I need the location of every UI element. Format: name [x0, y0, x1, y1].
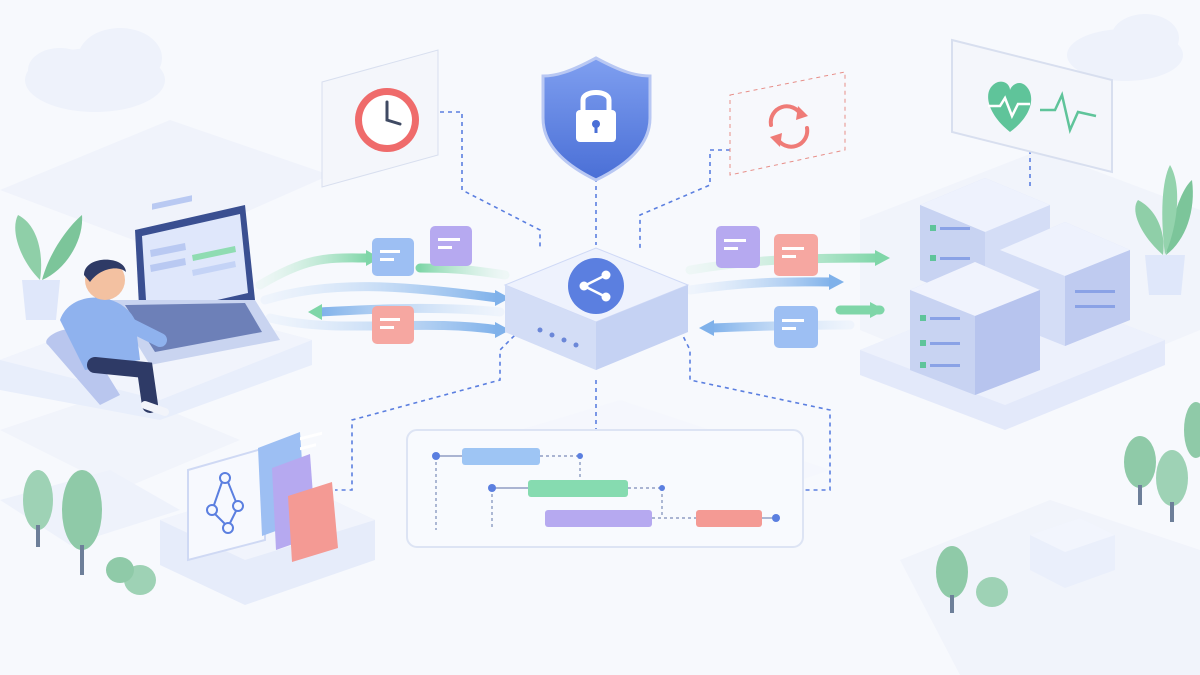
gantt-bar	[462, 448, 540, 465]
server-stack-icon	[860, 178, 1165, 430]
gantt-bar	[545, 510, 652, 527]
message-card	[430, 226, 472, 266]
refresh-sync-icon	[768, 104, 810, 149]
gantt-chart-icon	[406, 429, 804, 548]
message-card	[372, 306, 414, 344]
clock-icon	[355, 88, 419, 152]
message-card	[716, 226, 760, 268]
health-monitor-card	[951, 38, 1113, 174]
heartbeat-icon	[988, 81, 1097, 134]
sync-card	[729, 71, 846, 176]
central-hub	[503, 247, 690, 370]
user-icon	[46, 259, 169, 416]
data-flow-left	[255, 250, 510, 338]
cloud-icon	[1067, 14, 1183, 81]
share-nodes-icon	[568, 258, 624, 314]
server-unit	[910, 262, 1040, 395]
plant-icon	[15, 215, 83, 320]
message-card	[372, 238, 414, 276]
clock-card	[321, 49, 439, 188]
dashed-connectors	[335, 111, 1031, 491]
tree-icon	[936, 518, 1115, 613]
network-graph-document-icon	[187, 446, 266, 562]
tree-icon	[1124, 402, 1200, 522]
document-stack	[160, 431, 375, 605]
user-workstation	[0, 195, 312, 420]
message-card	[774, 234, 818, 276]
tree-icon	[0, 470, 180, 595]
shield-lock-icon	[541, 56, 652, 182]
gantt-bar	[696, 510, 762, 527]
message-cards	[372, 226, 818, 348]
gantt-bar	[528, 480, 628, 497]
cloud-icon	[25, 28, 165, 112]
message-card	[774, 306, 818, 348]
plant-icon	[1135, 165, 1193, 295]
